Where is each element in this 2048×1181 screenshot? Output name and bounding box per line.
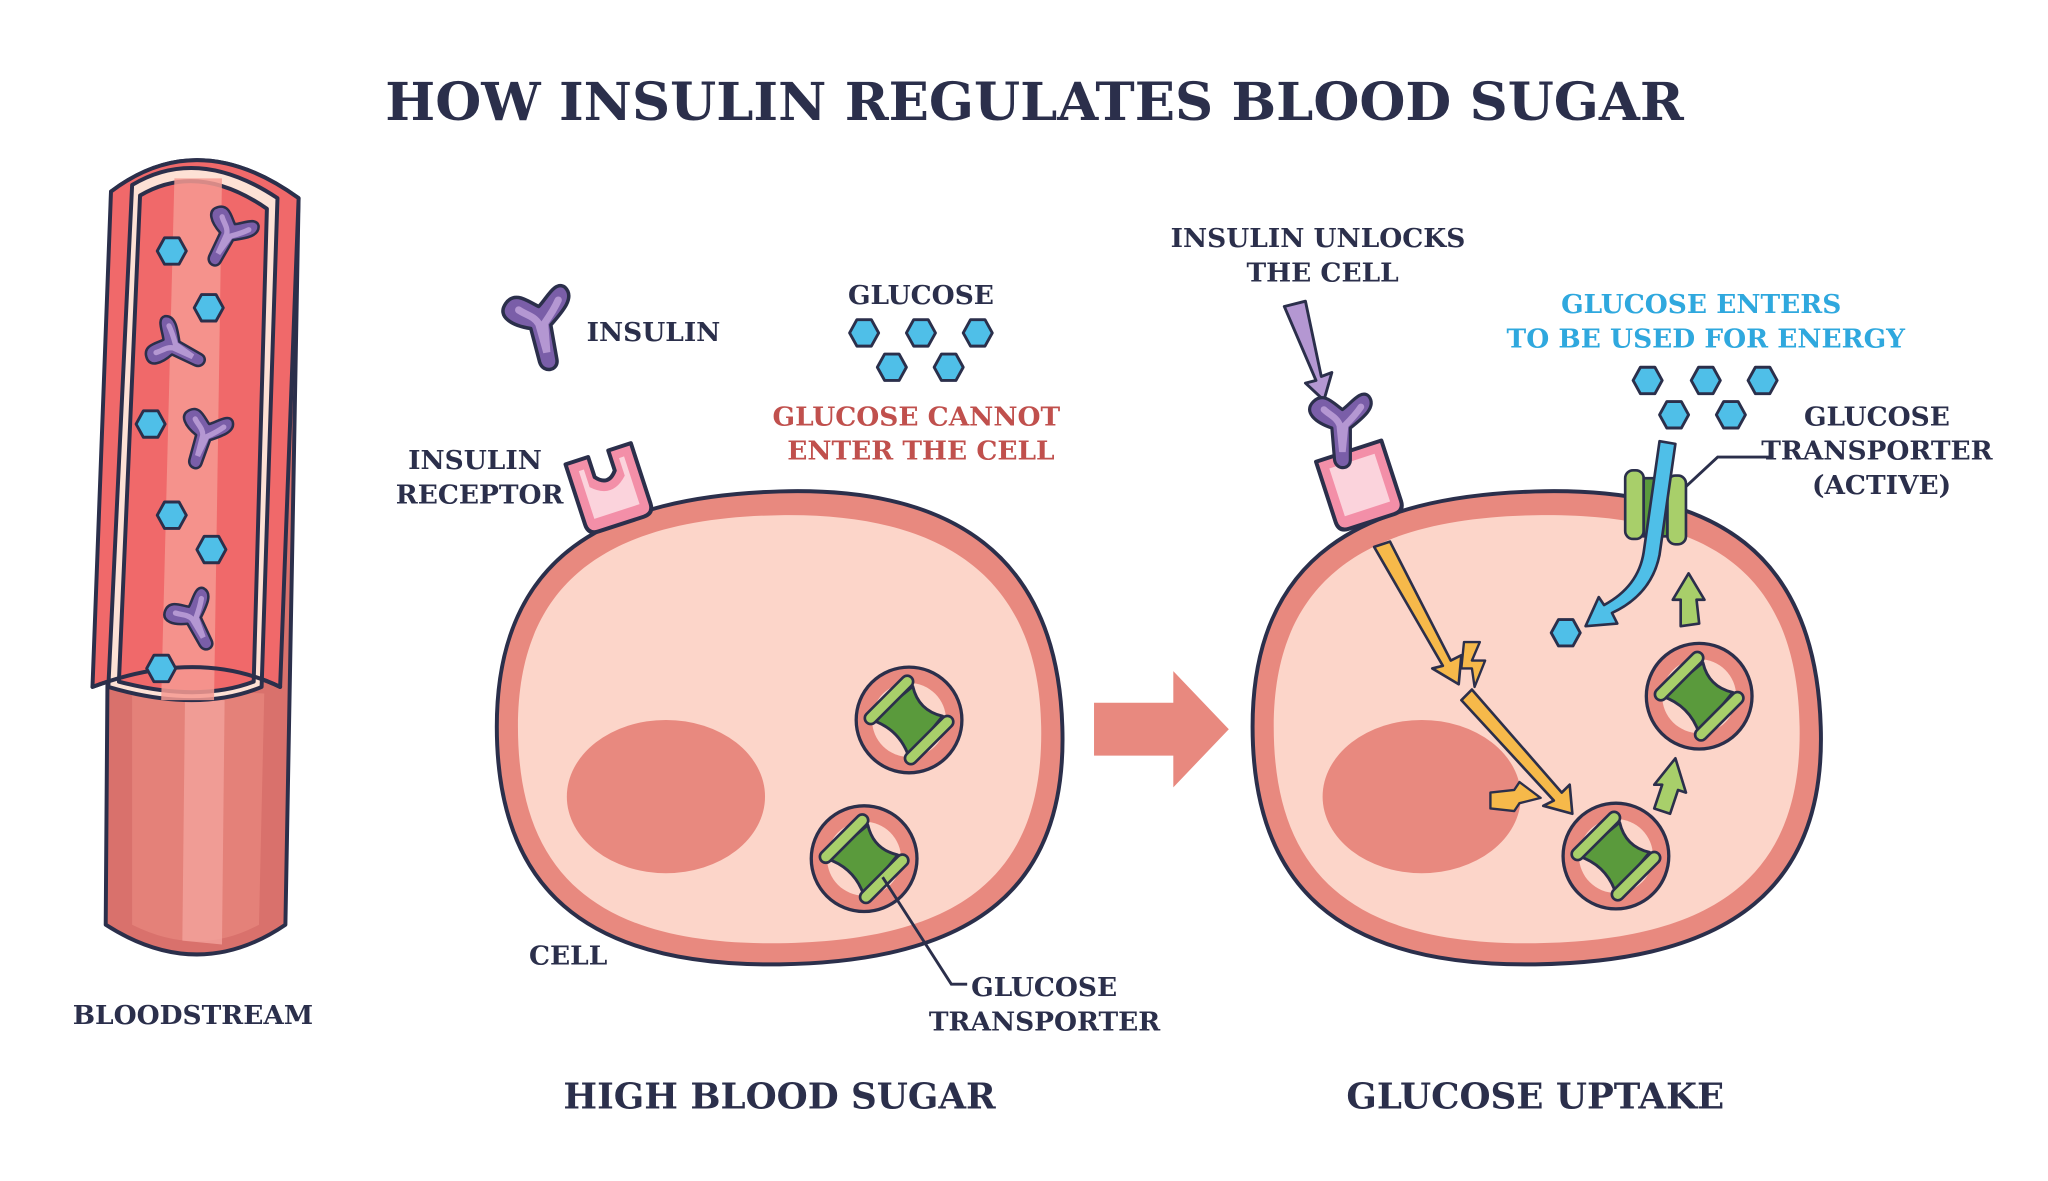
nucleus [1322, 719, 1521, 874]
glucose-transporter-line-1: GLUCOSE [971, 972, 1117, 1003]
upward-arrow-icon [1652, 756, 1688, 816]
glucose-icon [1549, 618, 1582, 648]
glucose-icon [1689, 365, 1722, 396]
insulin-unlocks-line-1: INSULIN UNLOCKS [1171, 223, 1466, 254]
transporter-leader-line [881, 876, 968, 986]
transporter-active-line-1: GLUCOSE [1804, 401, 1950, 432]
glucose-cannot-line-2: ENTER THE CELL [787, 436, 1054, 467]
glucose-transporter-label: GLUCOSE TRANSPORTER [929, 972, 1161, 1037]
glucose-transporter-vesicle [809, 804, 919, 914]
insulin-receptor-line-1: INSULIN [408, 445, 542, 476]
cell-high-blood-sugar [494, 441, 1065, 967]
glucose-enters-line-1: GLUCOSE ENTERS [1561, 289, 1841, 320]
legend-insulin: INSULIN [500, 284, 720, 375]
diagram-title: HOW INSULIN REGULATES BLOOD SUGAR [385, 71, 1685, 133]
glucose-transporter-vesicle [854, 665, 964, 775]
lightning-icon [1460, 640, 1487, 689]
glucose-molecule [134, 409, 167, 439]
signal-arrow-icon [1460, 688, 1574, 816]
glucose-icon [875, 352, 908, 382]
cell-label: CELL [529, 940, 607, 971]
glucose-transporter-vesicle [1644, 641, 1754, 751]
insulin-receptor-icon [563, 441, 654, 535]
panel-title-glucose-uptake: GLUCOSE UPTAKE [1346, 1076, 1724, 1117]
insulin-label: INSULIN [587, 317, 721, 348]
transporter-active-line-2: TRANSPORTER [1761, 436, 1993, 467]
glucose-transporter-vesicle [1561, 801, 1671, 911]
upward-arrow-icon [1671, 572, 1706, 628]
panel-title-high-blood-sugar: HIGH BLOOD SUGAR [563, 1076, 996, 1117]
glucose-icon [1631, 365, 1664, 396]
insulin-unlocks-line-2: THE CELL [1247, 257, 1399, 288]
glucose-molecule [155, 500, 188, 530]
glucose-icon [961, 318, 994, 348]
glucose-transporter-line-2: TRANSPORTER [929, 1006, 1161, 1037]
insulin-unlocks-label: INSULIN UNLOCKS THE CELL [1171, 223, 1475, 288]
cell-glucose-uptake [1250, 394, 1823, 967]
glucose-icon [1746, 365, 1779, 396]
blood-vessel [90, 158, 301, 957]
purple-arrow-icon [1282, 299, 1334, 402]
active-transporter-leader-line [1679, 455, 1771, 493]
insulin-receptor-label: INSULIN RECEPTOR [396, 445, 565, 510]
glucose-transporter-active-label: GLUCOSE TRANSPORTER (ACTIVE) [1761, 401, 2002, 501]
legend-glucose: GLUCOSE [848, 280, 994, 382]
glucose-icon [848, 318, 881, 348]
glucose-entry-arrow-icon [1584, 439, 1677, 628]
glucose-icon [904, 318, 937, 348]
insulin-icon [500, 284, 581, 375]
glucose-molecule [145, 653, 178, 684]
bloodstream-label: BLOODSTREAM [73, 1000, 313, 1031]
glucose-cannot-line-1: GLUCOSE CANNOT [773, 401, 1061, 432]
glucose-icon [1658, 400, 1691, 430]
glucose-label: GLUCOSE [848, 280, 994, 311]
insulin-receptor-line-2: RECEPTOR [396, 479, 565, 510]
nucleus [566, 719, 766, 874]
lightning-icon [1489, 780, 1542, 813]
glucose-icon [932, 352, 965, 382]
glucose-icon [1714, 400, 1747, 430]
glucose-molecule [192, 293, 225, 323]
glucose-molecule [155, 236, 188, 266]
transition-arrow-icon [1094, 671, 1229, 788]
signal-arrow-icon [1372, 540, 1463, 686]
glucose-enters-line-2: TO BE USED FOR ENERGY [1507, 323, 1907, 354]
glucose-molecule [195, 534, 228, 565]
glucose-cannot-enter-label: GLUCOSE CANNOT ENTER THE CELL [773, 401, 1070, 466]
transporter-active-line-3: (ACTIVE) [1812, 470, 1951, 501]
glucose-enters-label: GLUCOSE ENTERS TO BE USED FOR ENERGY [1507, 289, 1907, 354]
